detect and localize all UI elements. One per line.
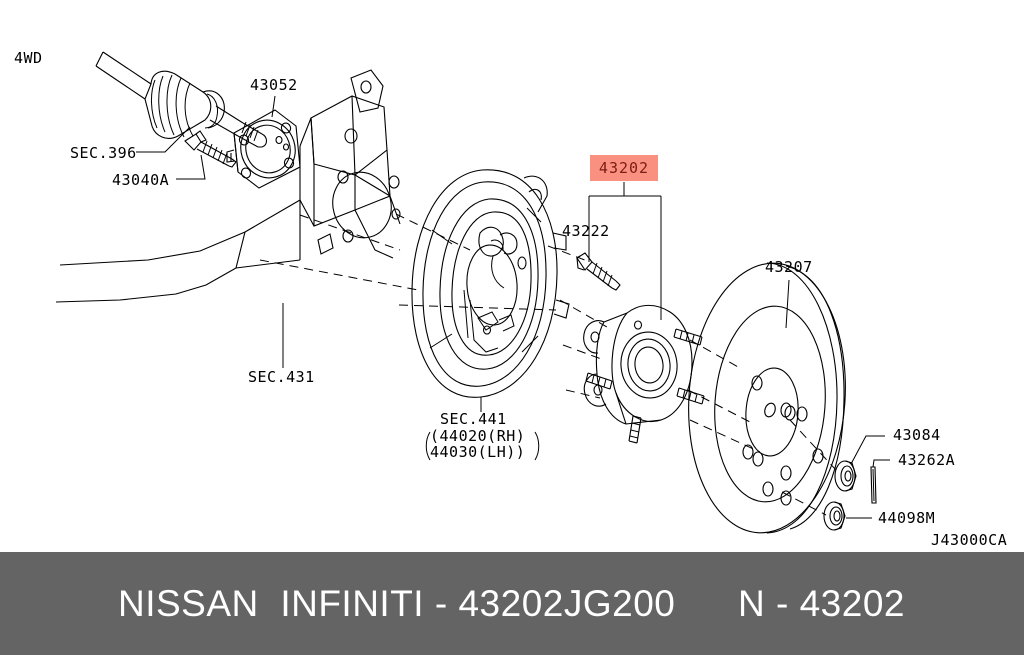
callout-sec396: SEC.396 <box>70 144 137 162</box>
bolt-43040a <box>184 130 237 168</box>
callout-sec431: SEC.431 <box>248 368 315 386</box>
axle-housing-knuckle <box>55 69 401 303</box>
highlight-bracket-43202 <box>588 182 662 320</box>
callout-43084: 43084 <box>893 426 941 444</box>
brake-rotor-43207 <box>688 262 846 534</box>
callout-43262a: 43262A <box>898 451 955 469</box>
callout-43052: 43052 <box>250 76 298 94</box>
footer-part-title: NISSAN INFINITI - 43202JG200 <box>118 582 676 624</box>
backing-plate-sec441 <box>411 169 570 398</box>
highlight-label-43202: 43202 <box>599 159 649 177</box>
callout-44098m: 44098M <box>878 509 935 527</box>
drawing-code: J43000CA <box>931 531 1007 549</box>
callout-44020: (44020(RH) <box>430 427 525 445</box>
wheel-studs <box>585 328 705 444</box>
callout-sec441: SEC.441 <box>440 410 507 428</box>
flange-43052 <box>226 109 301 189</box>
part-number-callouts: 4WD 43052 SEC.396 43040A SEC.431 SEC.441… <box>14 49 1007 549</box>
callout-4wd: 4WD <box>14 49 43 67</box>
callout-43222: 43222 <box>562 222 610 240</box>
footer-reference-code: N - 43202 <box>738 582 905 624</box>
wheel-hub-43202 <box>583 304 705 444</box>
pin-43262a <box>870 466 877 504</box>
leader-lines <box>136 95 890 519</box>
nut-43084 <box>834 460 857 492</box>
highlight-box-43202[interactable]: 43202 <box>590 155 658 181</box>
footer-bar: NISSAN INFINITI - 43202JG200 N - 43202 <box>0 552 1024 655</box>
nut-44098m <box>823 501 846 531</box>
drive-shaft-assembly <box>95 51 268 148</box>
callout-44030: 44030(LH)) <box>430 443 525 461</box>
bolt-43222 <box>576 252 621 291</box>
assembly-axis-lines <box>259 213 837 516</box>
rh-lh-paren-group <box>425 431 540 461</box>
diagram-canvas: 43202 4WD 43052 SEC.396 43040A SEC.431 S… <box>14 49 1007 549</box>
callout-43040a: 43040A <box>112 171 169 189</box>
callout-43207: 43207 <box>765 258 813 276</box>
